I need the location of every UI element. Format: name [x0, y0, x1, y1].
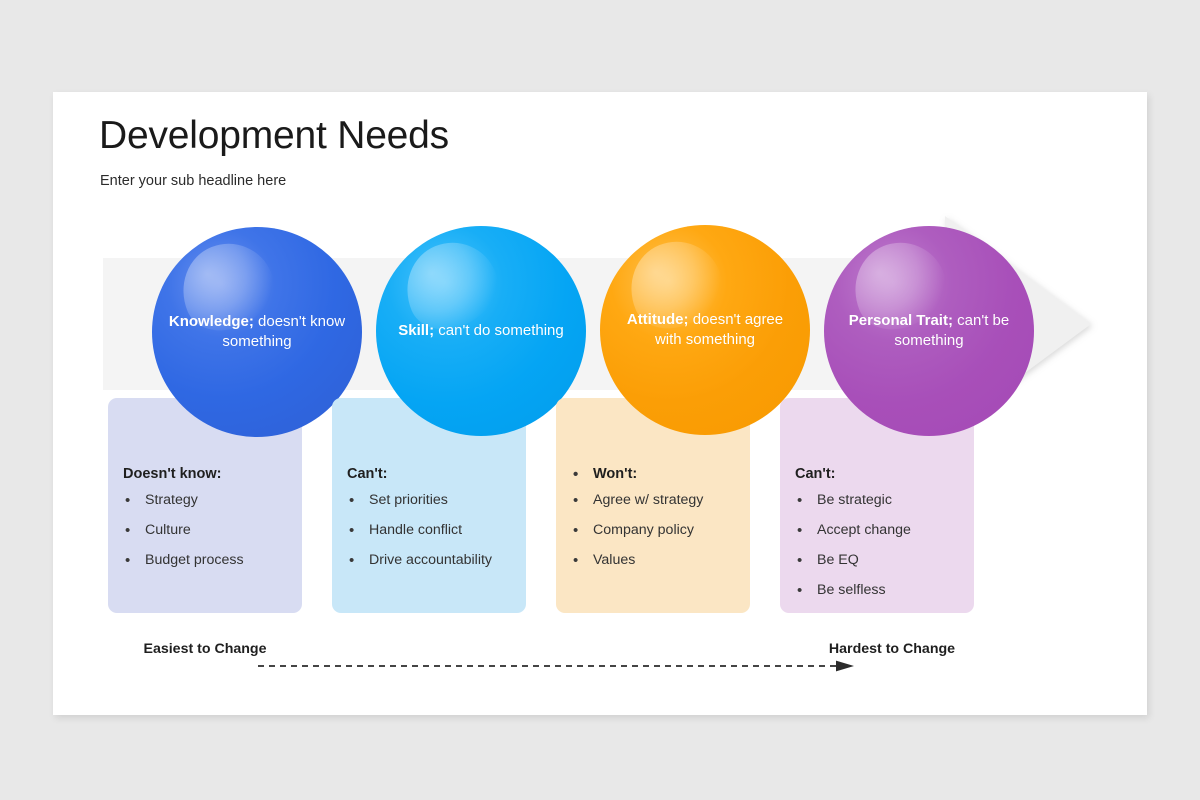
list-item: • Accept change [795, 522, 966, 539]
sphere-label-rest: doesn't agree with something [654, 311, 784, 348]
card-title: Doesn't know: [123, 466, 222, 482]
card-title: Can't: [347, 466, 388, 482]
bullet-icon: • [573, 521, 579, 539]
list-item-label: Culture [145, 521, 191, 538]
bullet-icon: • [125, 491, 131, 509]
scale-label-easiest: Easiest to Change [143, 641, 267, 657]
bullet-icon: • [125, 521, 131, 539]
sphere-attitude[interactable]: Attitude; doesn't agree with something [600, 225, 810, 435]
sphere-label-rest: can't do something [438, 322, 564, 340]
column-personal-trait: Can't: • Be strategic • Accept change • Be … [780, 92, 1034, 715]
column-skill: Can't: • Set priorities • Handle conflict … [332, 92, 586, 715]
list-item-label: Drive accountability [369, 551, 493, 568]
sphere-label: Knowledge; doesn't know something [152, 312, 362, 352]
list-item: • Culture [123, 522, 294, 539]
card-item-list: • Strategy • Culture • Budget process [123, 492, 294, 569]
bullet-icon: • [349, 521, 355, 539]
bullet-icon: • [125, 551, 131, 569]
list-item: • Set priorities [347, 492, 518, 509]
list-item-label: Set priorities [369, 491, 448, 508]
bullet-icon: • [573, 466, 579, 483]
list-item-label: Strategy [145, 491, 198, 508]
list-item-label: Be EQ [817, 551, 859, 568]
bullet-icon: • [349, 551, 355, 569]
card-item-list: • Agree w/ strategy • Company policy • Valu… [571, 492, 742, 569]
list-item: • Strategy [123, 492, 294, 509]
list-item: • Agree w/ strategy [571, 492, 742, 509]
card-title-label: Won't: [593, 466, 638, 482]
sphere-label: Attitude; doesn't agree with something [600, 310, 810, 350]
list-item-label: Agree w/ strategy [593, 491, 704, 508]
list-item: • Be strategic [795, 492, 966, 509]
list-item: • Budget process [123, 552, 294, 569]
list-item-label: Company policy [593, 521, 694, 538]
page-title: Development Needs [99, 114, 449, 157]
sphere-label-rest: doesn't know something [222, 313, 346, 350]
scale-arrow-icon [258, 659, 858, 672]
sphere-label-rest: can't be something [894, 312, 1010, 349]
list-item: • Be selfless [795, 582, 966, 599]
list-item-label: Handle conflict [369, 521, 463, 538]
list-item-label: Values [593, 551, 636, 568]
card-title: • Won't: [571, 466, 742, 483]
bullet-icon: • [797, 491, 803, 509]
bullet-icon: • [797, 581, 803, 599]
sphere-label-bold: Skill; [398, 322, 435, 340]
sphere-label: Skill; can't do something [386, 321, 575, 341]
card-item-list: • Set priorities • Handle conflict • Drive … [347, 492, 518, 569]
list-item-label: Budget process [145, 551, 244, 568]
list-item: • Be EQ [795, 552, 966, 569]
difficulty-scale: Easiest to Change Hardest to Change [53, 640, 1147, 700]
bullet-icon: • [573, 551, 579, 569]
sphere-label: Personal Trait; can't be something [824, 311, 1034, 351]
card-item-list: • Be strategic • Accept change • Be EQ • Be … [795, 492, 966, 599]
bullet-icon: • [349, 491, 355, 509]
list-item-label: Be selfless [817, 581, 886, 598]
sphere-label-bold: Knowledge; [168, 313, 254, 331]
column-attitude: • Won't: • Agree w/ strategy • Company poli… [556, 92, 810, 715]
slide-canvas: Development Needs Enter your sub headlin… [53, 92, 1147, 715]
list-item: • Drive accountability [347, 552, 518, 569]
list-item: • Values [571, 552, 742, 569]
sphere-label-bold: Personal Trait; [848, 312, 953, 330]
bullet-icon: • [797, 551, 803, 569]
list-item: • Company policy [571, 522, 742, 539]
list-item-label: Accept change [817, 521, 911, 538]
sphere-skill[interactable]: Skill; can't do something [376, 226, 586, 436]
list-item: • Handle conflict [347, 522, 518, 539]
scale-label-hardest: Hardest to Change [828, 641, 956, 657]
column-knowledge: Doesn't know: • Strategy • Culture • Budget… [108, 92, 362, 715]
sphere-label-bold: Attitude; [626, 311, 689, 329]
bullet-icon: • [573, 491, 579, 509]
card-title: Can't: [795, 466, 836, 482]
sphere-knowledge[interactable]: Knowledge; doesn't know something [152, 227, 362, 437]
sphere-personal-trait[interactable]: Personal Trait; can't be something [824, 226, 1034, 436]
list-item-label: Be strategic [817, 491, 892, 508]
bullet-icon: • [797, 521, 803, 539]
page-subtitle: Enter your sub headline here [100, 173, 287, 189]
